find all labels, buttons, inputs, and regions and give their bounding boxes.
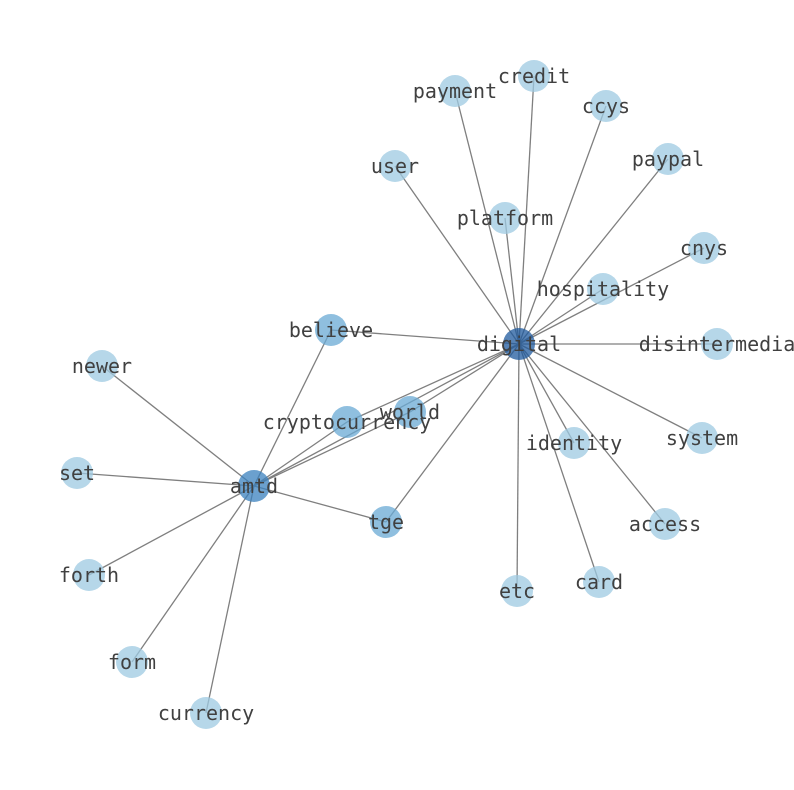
node-label-identity: identity bbox=[526, 431, 622, 455]
edge-layer bbox=[76, 75, 717, 714]
edge-digital-hospitality bbox=[518, 288, 604, 345]
edge-digital-believe bbox=[330, 329, 520, 345]
edge-digital-cryptocurrency bbox=[346, 343, 520, 423]
node-platform bbox=[489, 202, 521, 234]
node-label-digital: digital bbox=[477, 332, 561, 356]
edge-digital-platform bbox=[504, 217, 520, 345]
edge-amtd-forth bbox=[88, 485, 255, 576]
edge-amtd-currency bbox=[205, 485, 255, 714]
edge-digital-card bbox=[518, 343, 600, 583]
node-world bbox=[394, 396, 426, 428]
edge-amtd-world bbox=[253, 411, 411, 487]
node-label-credit: credit bbox=[498, 64, 570, 88]
node-cnys bbox=[688, 232, 720, 264]
node-amtd bbox=[238, 470, 270, 502]
edge-amtd-tge bbox=[253, 485, 387, 523]
node-hospitality bbox=[587, 273, 619, 305]
node-label-etc: etc bbox=[499, 579, 535, 603]
node-system bbox=[686, 422, 718, 454]
node-label-hospitality: hospitality bbox=[537, 277, 669, 301]
node-believe bbox=[315, 314, 347, 346]
node-label-disintermedia: disintermedia bbox=[639, 332, 794, 356]
edge-amtd-believe bbox=[253, 329, 332, 487]
node-identity bbox=[558, 427, 590, 459]
edge-digital-amtd bbox=[253, 343, 520, 487]
node-credit bbox=[518, 60, 550, 92]
node-cryptocurrency bbox=[331, 406, 363, 438]
node-newer bbox=[86, 350, 118, 382]
node-label-access: access bbox=[629, 512, 701, 536]
node-label-newer: newer bbox=[72, 354, 132, 378]
node-label-set: set bbox=[59, 461, 95, 485]
node-label-cnys: cnys bbox=[680, 236, 728, 260]
node-tge bbox=[370, 506, 402, 538]
node-label-card: card bbox=[575, 570, 623, 594]
node-forth bbox=[73, 559, 105, 591]
node-label-amtd: amtd bbox=[230, 474, 278, 498]
node-etc bbox=[501, 575, 533, 607]
node-label-paypal: paypal bbox=[632, 147, 704, 171]
node-label-tge: tge bbox=[368, 510, 404, 534]
node-label-world: world bbox=[380, 400, 440, 424]
node-access bbox=[649, 508, 681, 540]
node-card bbox=[583, 566, 615, 598]
edge-digital-credit bbox=[518, 75, 535, 345]
node-ccys bbox=[590, 90, 622, 122]
node-set bbox=[61, 457, 93, 489]
edge-digital-tge bbox=[385, 343, 520, 523]
edge-digital-etc bbox=[516, 343, 520, 592]
edge-digital-payment bbox=[454, 90, 520, 345]
node-currency bbox=[190, 697, 222, 729]
edge-digital-system bbox=[518, 343, 703, 439]
node-layer bbox=[61, 60, 733, 729]
edge-digital-ccys bbox=[518, 105, 607, 345]
node-paypal bbox=[652, 143, 684, 175]
edge-digital-world bbox=[409, 343, 520, 413]
edge-amtd-form bbox=[131, 485, 255, 663]
node-digital bbox=[503, 328, 535, 360]
node-payment bbox=[439, 75, 471, 107]
node-label-forth: forth bbox=[59, 563, 119, 587]
edge-digital-paypal bbox=[518, 158, 669, 345]
node-disintermedia bbox=[701, 328, 733, 360]
node-label-ccys: ccys bbox=[582, 94, 630, 118]
edge-amtd-set bbox=[76, 472, 255, 487]
node-label-believe: believe bbox=[289, 318, 373, 342]
node-user bbox=[379, 150, 411, 182]
node-label-user: user bbox=[371, 154, 419, 178]
edge-amtd-newer bbox=[101, 365, 255, 487]
edge-digital-access bbox=[518, 343, 666, 525]
edge-digital-user bbox=[394, 165, 520, 345]
node-form bbox=[116, 646, 148, 678]
node-label-platform: platform bbox=[457, 206, 553, 230]
node-label-form: form bbox=[108, 650, 156, 674]
node-label-system: system bbox=[666, 426, 738, 450]
edge-digital-identity bbox=[518, 343, 575, 444]
node-label-currency: currency bbox=[158, 701, 254, 725]
node-label-payment: payment bbox=[413, 79, 497, 103]
edge-amtd-cryptocurrency bbox=[253, 421, 348, 487]
node-label-cryptocurrency: cryptocurrency bbox=[263, 410, 432, 434]
